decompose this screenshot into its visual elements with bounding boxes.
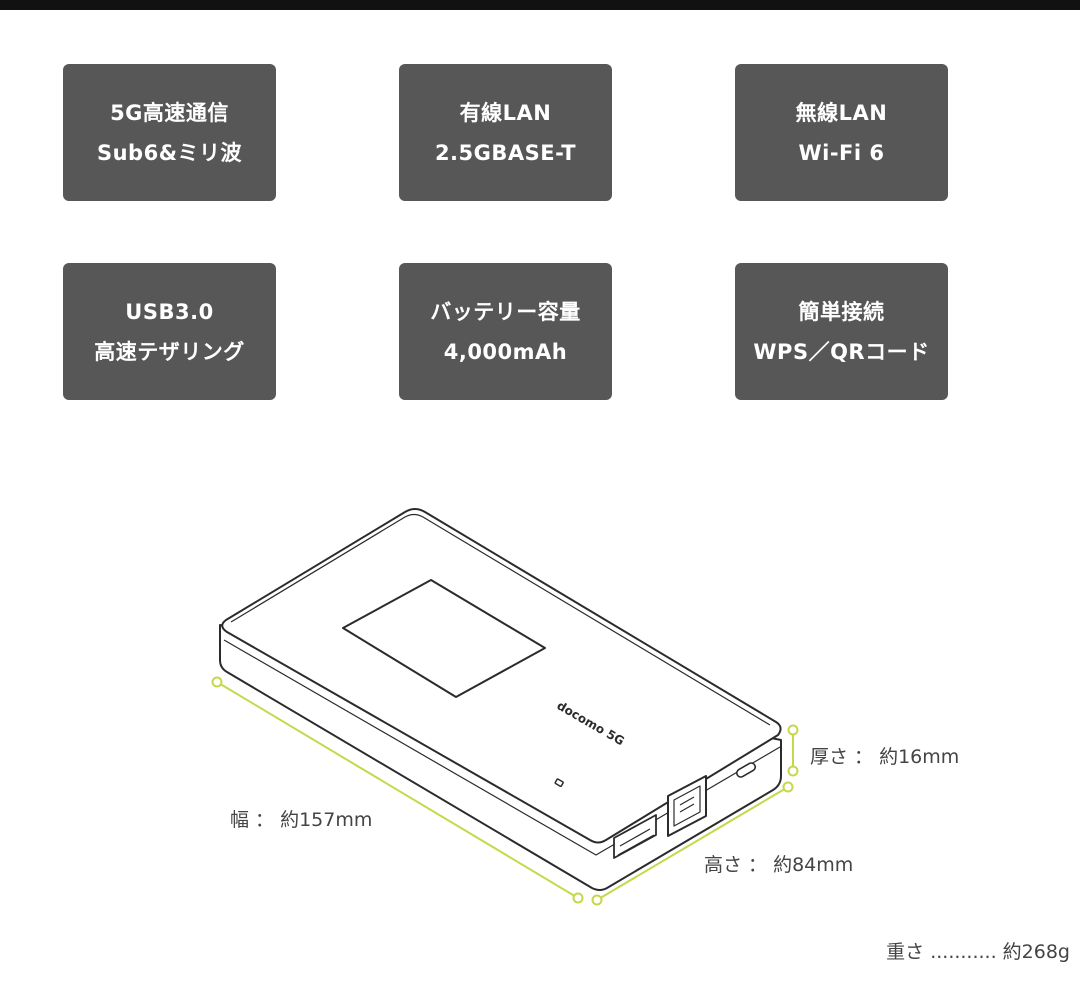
feature-title: USB3.0 (125, 299, 214, 324)
device-body (219, 508, 782, 891)
width-dimension-label: 幅 ： 約157mm (230, 809, 373, 831)
feature-box-easy-connect: 簡単接続 WPS／QRコード (735, 263, 948, 400)
thickness-dimension-label: 厚さ ： 約16mm (810, 746, 960, 768)
feature-subtitle: Sub6&ミリ波 (96, 140, 243, 165)
feature-title: 無線LAN (795, 100, 888, 125)
feature-box-battery: バッテリー容量 4,000mAh (399, 263, 612, 400)
feature-title: 有線LAN (459, 100, 552, 125)
feature-box-wireless-lan: 無線LAN Wi-Fi 6 (735, 64, 948, 201)
dimension-lines (211, 676, 799, 906)
feature-box-wired-lan: 有線LAN 2.5GBASE-T (399, 64, 612, 201)
feature-subtitle: WPS／QRコード (753, 339, 930, 364)
feature-subtitle: 2.5GBASE-T (434, 140, 577, 165)
feature-subtitle: 4,000mAh (443, 339, 568, 364)
feature-title: 5G高速通信 (110, 100, 229, 125)
weight-label: 重さ ........... 約268g (886, 941, 1070, 963)
height-dimension-label: 高さ ： 約84mm (704, 854, 854, 876)
feature-box-5g: 5G高速通信 Sub6&ミリ波 (63, 64, 276, 201)
feature-box-usb: USB3.0 高速テザリング (63, 263, 276, 400)
top-bar (0, 0, 1080, 10)
feature-title: 簡単接続 (798, 299, 885, 324)
feature-subtitle: 高速テザリング (94, 339, 245, 364)
feature-title: バッテリー容量 (430, 299, 581, 324)
feature-subtitle: Wi-Fi 6 (798, 140, 885, 165)
